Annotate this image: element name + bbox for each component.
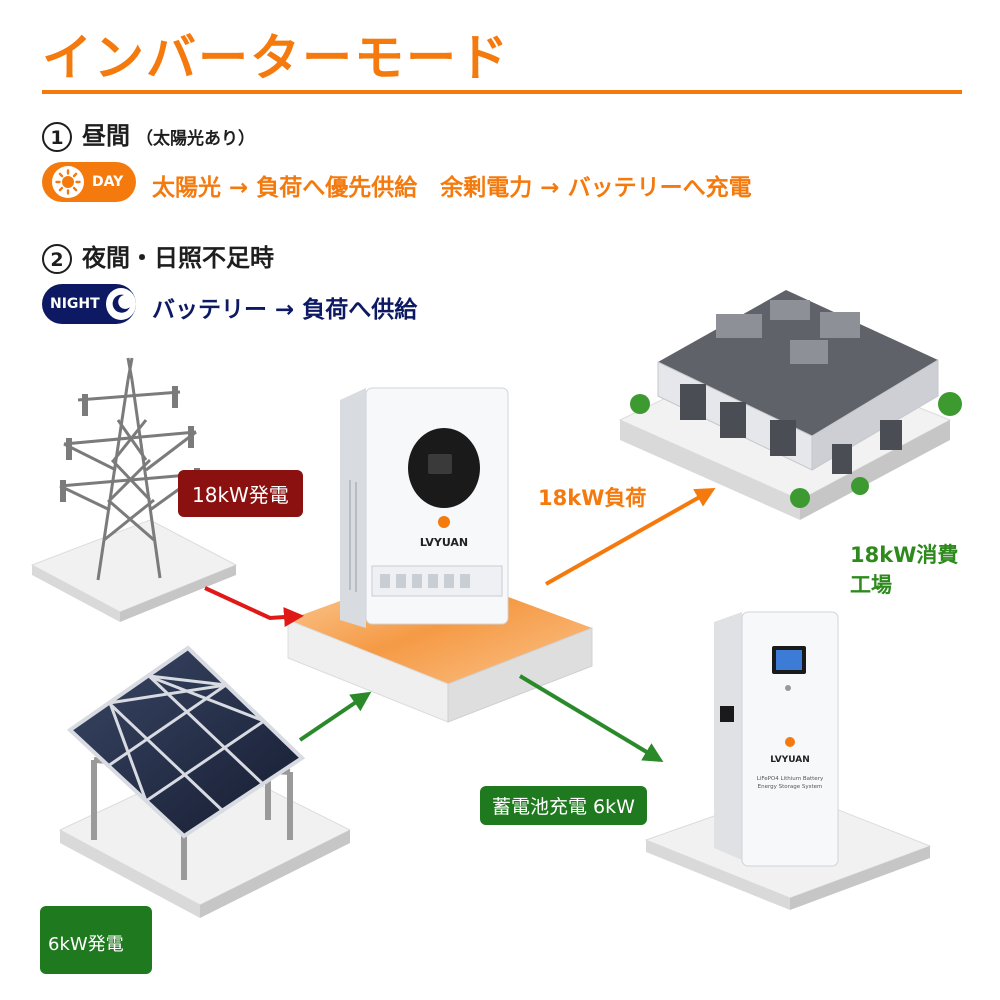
night-section-heading: 2 夜間・日照不足時	[42, 238, 274, 274]
night-section-number: 2	[42, 244, 72, 274]
day-badge-label: DAY	[92, 174, 124, 190]
day-badge: DAY	[42, 162, 136, 202]
day-heading: 昼間	[82, 122, 130, 150]
factory-label-line2: 工場	[850, 573, 892, 597]
factory-building	[618, 290, 962, 520]
battery-brand: LVYUAN	[770, 755, 810, 765]
battery-cabinet: LVYUAN LiFePO4 Lithium Battery Energy St…	[644, 611, 932, 910]
factory-label-line1: 18kW消費	[850, 543, 959, 567]
moon-icon	[105, 288, 136, 320]
page-title: インバーターモード	[42, 29, 510, 87]
inverter-brand: LVYUAN	[420, 536, 468, 549]
day-subheading: （太陽光あり）	[136, 129, 255, 149]
night-flow-text: バッテリー → 負荷へ供給	[152, 297, 418, 323]
hybrid-inverter: LVYUAN	[340, 387, 509, 628]
night-badge: NIGHT	[42, 284, 136, 324]
grid-pylon	[30, 357, 238, 622]
flow-arrows	[204, 488, 716, 763]
battery-charge-tag: 蓄電池充電 6kW	[480, 786, 647, 825]
solar-to-inverter-arrow	[298, 691, 372, 742]
night-badge-label: NIGHT	[50, 296, 100, 312]
day-section-heading: 1 昼間 （太陽光あり）	[42, 116, 255, 152]
sun-icon	[52, 166, 84, 198]
solar-generation-tag: 6kW発電	[40, 906, 152, 974]
grid-to-inverter-arrow	[204, 586, 304, 628]
battery-model-line2: Energy Storage System	[758, 784, 823, 790]
night-heading: 夜間・日照不足時	[82, 244, 274, 272]
load-label: 18kW負荷	[538, 486, 647, 510]
inverter-to-factory-arrow	[545, 488, 716, 586]
day-section-number: 1	[42, 122, 72, 152]
battery-model-line1: LiFePO4 Lithium Battery	[757, 776, 824, 782]
title-divider	[42, 90, 962, 94]
grid-generation-tag: 18kW発電	[178, 470, 303, 517]
day-flow-text: 太陽光 → 負荷へ優先供給 余剰電力 → バッテリーへ充電	[152, 175, 752, 201]
solar-array	[58, 645, 352, 918]
inverter-to-battery-arrow	[518, 674, 664, 763]
factory-label: 18kW消費 工場	[850, 540, 958, 600]
